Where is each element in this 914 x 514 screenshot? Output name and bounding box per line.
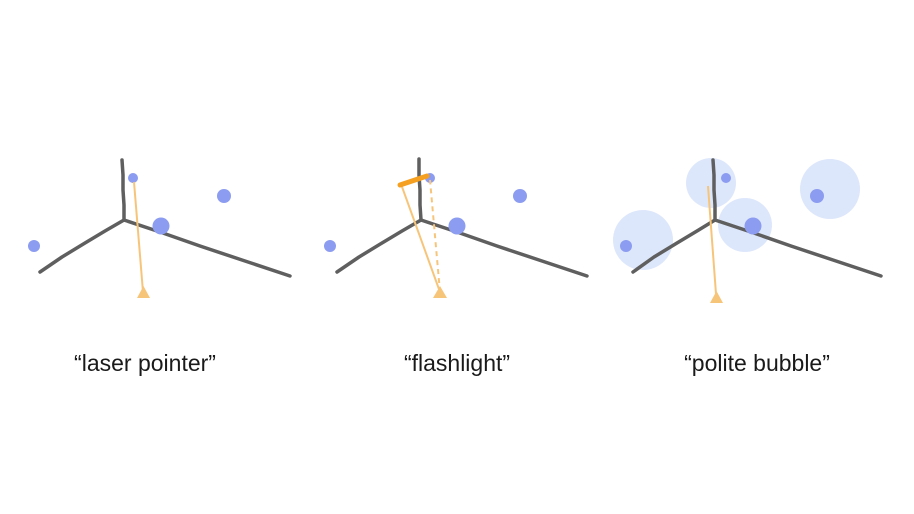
laser-ray — [133, 181, 144, 293]
bubble-right — [800, 159, 860, 219]
panel-flashlight — [324, 157, 589, 298]
target-dot-left — [324, 240, 336, 252]
bubble-ray — [707, 185, 717, 295]
target-dot-top — [721, 173, 731, 183]
target-dot-right — [513, 189, 527, 203]
target-dot-center — [152, 217, 170, 235]
stick-line-right — [122, 218, 292, 278]
stick-figure-lines — [631, 158, 883, 278]
stick-line-top — [120, 158, 126, 222]
stick-line-left — [335, 218, 423, 274]
stick-line-top — [417, 157, 423, 222]
triangle-cursor-icon — [710, 291, 723, 303]
target-dot-right — [217, 189, 231, 203]
target-dot-right — [810, 189, 824, 203]
bubble-top — [686, 158, 736, 208]
bubble-left — [613, 210, 673, 270]
target-dot-center — [744, 217, 762, 235]
panel-polite-bubble — [613, 158, 883, 303]
panel-laser-pointer — [28, 158, 292, 298]
target-dot-left — [620, 240, 632, 252]
caption-laser-pointer: “laser pointer” — [74, 350, 216, 376]
flashlight-cone-center — [429, 179, 441, 293]
stick-line-left — [631, 218, 717, 274]
triangle-cursor-icon — [433, 286, 447, 298]
target-dot-left — [28, 240, 40, 252]
stick-figure-lines — [38, 158, 292, 278]
caption-flashlight: “flashlight” — [403, 350, 511, 376]
flashlight-cone-edge — [400, 183, 441, 293]
stick-line-right — [713, 218, 883, 278]
target-dot-top — [128, 173, 138, 183]
triangle-cursor-icon — [137, 286, 150, 298]
stick-figure-lines — [335, 157, 589, 278]
flashlight-beam-bar — [397, 173, 430, 188]
target-dot-center — [448, 217, 466, 235]
caption-polite-bubble: “polite bubble” — [684, 350, 830, 376]
stick-line-right — [419, 218, 589, 278]
stick-line-top — [711, 158, 717, 222]
stick-line-left — [38, 218, 126, 274]
